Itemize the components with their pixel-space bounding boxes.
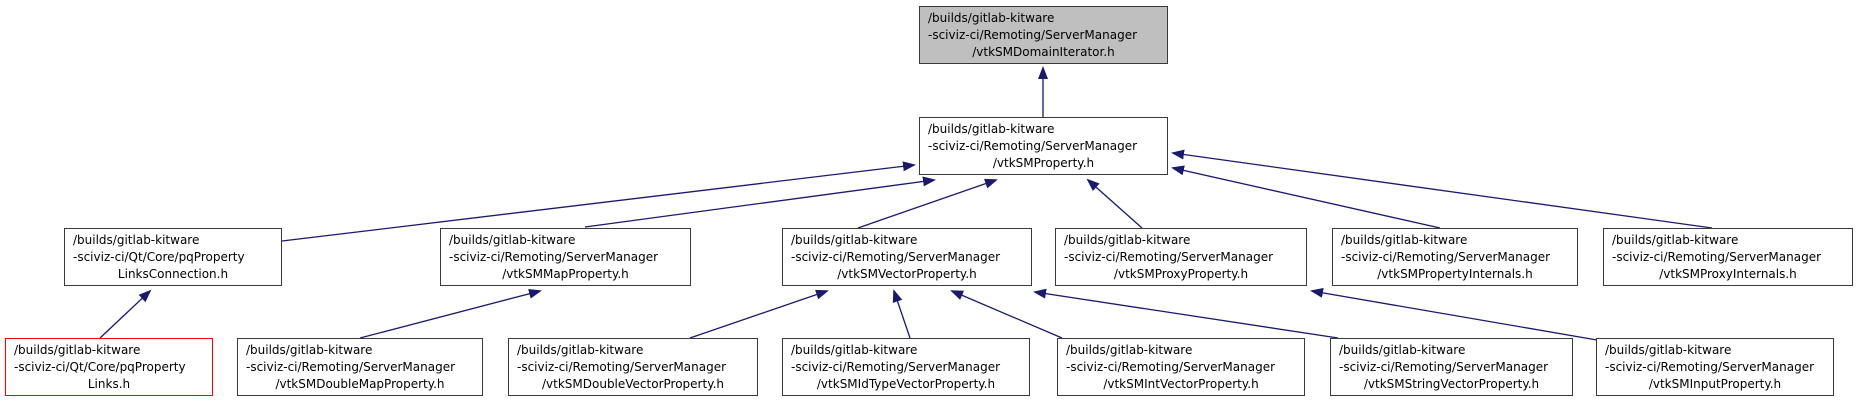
node-path-line: -sciviz-ci/Remoting/ServerManager	[1612, 250, 1822, 264]
node-path-line: -sciviz-ci/Qt/Core/pqProperty	[73, 250, 245, 264]
node-path-line: -sciviz-ci/Remoting/ServerManager	[1339, 360, 1549, 374]
node-path-line: /builds/gitlab-kitware	[928, 11, 1055, 25]
node-file-line: /vtkSMProxyInternals.h	[1659, 267, 1797, 281]
node-path-line: /builds/gitlab-kitware	[1605, 343, 1732, 357]
edge-vtksmdoublevectorproperty-to-vtksmvectorproperty	[689, 289, 829, 339]
node-path-line: /builds/gitlab-kitware	[246, 343, 373, 357]
node-path-line: /builds/gitlab-kitware	[1064, 233, 1191, 247]
node-vtksmproperty-h[interactable]: /builds/gitlab-kitware -sciviz-ci/Remoti…	[919, 117, 1168, 175]
node-file-line: /vtkSMInputProperty.h	[1648, 377, 1782, 391]
node-path-line: -sciviz-ci/Remoting/ServerManager	[791, 250, 1001, 264]
edge-vtksmmapproperty-to-vtksmproperty	[584, 176, 936, 228]
node-pqpropertylinks-h[interactable]: /builds/gitlab-kitware -sciviz-ci/Qt/Cor…	[5, 338, 213, 396]
node-path-line: -sciviz-ci/Remoting/ServerManager	[1064, 250, 1274, 264]
node-file-line: /vtkSMProxyProperty.h	[1113, 267, 1249, 281]
node-path-line: -sciviz-ci/Remoting/ServerManager	[791, 360, 1001, 374]
node-file-line: /vtkSMMapProperty.h	[502, 267, 629, 281]
node-vtksmdoublevectorproperty-h[interactable]: /builds/gitlab-kitware -sciviz-ci/Remoti…	[508, 338, 758, 396]
node-path-line: /builds/gitlab-kitware	[1339, 343, 1466, 357]
node-vtksmpropertyinternals-h[interactable]: /builds/gitlab-kitware -sciviz-ci/Remoti…	[1332, 228, 1578, 286]
node-vtksmdomainiterator-h: /builds/gitlab-kitware -sciviz-ci/Remoti…	[919, 6, 1168, 64]
node-path-line: /builds/gitlab-kitware	[1612, 233, 1739, 247]
node-path-line: /builds/gitlab-kitware	[791, 233, 918, 247]
node-vtksmstringvectorproperty-h[interactable]: /builds/gitlab-kitware -sciviz-ci/Remoti…	[1330, 338, 1573, 396]
edge-pqpropertylinks-to-pqpropertylinksconnection	[99, 289, 152, 339]
node-vtksmproxyinternals-h[interactable]: /builds/gitlab-kitware -sciviz-ci/Remoti…	[1603, 228, 1853, 286]
edge-vtksmintvectorproperty-to-vtksmvectorproperty	[950, 290, 1063, 339]
edge-vtksmidtypevectorproperty-to-vtksmvectorproperty	[892, 289, 911, 339]
edge-vtksmdoublemapproperty-to-vtksmmapproperty	[359, 288, 542, 339]
node-file-line: /vtkSMIntVectorProperty.h	[1103, 377, 1259, 391]
node-vtksmidtypevectorproperty-h[interactable]: /builds/gitlab-kitware -sciviz-ci/Remoti…	[782, 338, 1030, 396]
node-path-line: /builds/gitlab-kitware	[928, 122, 1055, 136]
node-pqpropertylinksconnection-h[interactable]: /builds/gitlab-kitware -sciviz-ci/Qt/Cor…	[64, 228, 282, 286]
node-vtksmintvectorproperty-h[interactable]: /builds/gitlab-kitware -sciviz-ci/Remoti…	[1057, 338, 1305, 396]
node-path-line: -sciviz-ci/Remoting/ServerManager	[517, 360, 727, 374]
node-path-line: /builds/gitlab-kitware	[1066, 343, 1193, 357]
node-vtksmdoublemapproperty-h[interactable]: /builds/gitlab-kitware -sciviz-ci/Remoti…	[237, 338, 483, 396]
node-file-line: /vtkSMDoubleMapProperty.h	[275, 377, 445, 391]
edge-vtksmproxyproperty-to-vtksmproperty	[1086, 178, 1143, 229]
node-file-line: /vtkSMProperty.h	[992, 156, 1095, 170]
node-vtksmvectorproperty-h[interactable]: /builds/gitlab-kitware -sciviz-ci/Remoti…	[782, 228, 1032, 286]
node-file-line: /vtkSMPropertyInternals.h	[1377, 267, 1533, 281]
node-path-line: -sciviz-ci/Remoting/ServerManager	[928, 139, 1138, 153]
node-file-line: /vtkSMStringVectorProperty.h	[1363, 377, 1540, 391]
node-path-line: -sciviz-ci/Remoting/ServerManager	[1605, 360, 1815, 374]
node-path-line: -sciviz-ci/Remoting/ServerManager	[246, 360, 456, 374]
node-path-line: /builds/gitlab-kitware	[73, 233, 200, 247]
node-path-line: -sciviz-ci/Remoting/ServerManager	[1341, 250, 1551, 264]
node-vtksminputproperty-h[interactable]: /builds/gitlab-kitware -sciviz-ci/Remoti…	[1596, 338, 1834, 396]
node-path-line: /builds/gitlab-kitware	[1341, 233, 1468, 247]
node-file-line: LinksConnection.h	[117, 267, 229, 281]
node-file-line: /vtkSMVectorProperty.h	[837, 267, 977, 281]
node-path-line: /builds/gitlab-kitware	[449, 233, 576, 247]
node-vtksmmapproperty-h[interactable]: /builds/gitlab-kitware -sciviz-ci/Remoti…	[440, 228, 691, 286]
node-file-line: /vtkSMDomainIterator.h	[972, 45, 1115, 59]
node-path-line: -sciviz-ci/Qt/Core/pqProperty	[14, 360, 186, 374]
node-path-line: -sciviz-ci/Remoting/ServerManager	[449, 250, 659, 264]
node-vtksmproxyproperty-h[interactable]: /builds/gitlab-kitware -sciviz-ci/Remoti…	[1055, 228, 1307, 286]
node-path-line: /builds/gitlab-kitware	[14, 343, 141, 357]
node-path-line: /builds/gitlab-kitware	[791, 343, 918, 357]
node-path-line: /builds/gitlab-kitware	[517, 343, 644, 357]
edge-vtksminputproperty-to-vtksmproxyproperty	[1310, 287, 1598, 341]
node-path-line: -sciviz-ci/Remoting/ServerManager	[1066, 360, 1276, 374]
edge-pqpropertylinksconnection-to-vtksmproperty	[281, 161, 916, 242]
node-file-line: /vtkSMDoubleVectorProperty.h	[541, 377, 724, 391]
edge-vtksmstringvectorproperty-to-vtksmvectorproperty	[1033, 288, 1339, 339]
node-file-line: Links.h	[87, 377, 131, 391]
edge-vtksmvectorproperty-to-vtksmproperty	[857, 178, 998, 229]
edge-vtksmproxyinternals-to-vtksmproperty	[1171, 149, 1713, 229]
node-path-line: -sciviz-ci/Remoting/ServerManager	[928, 28, 1138, 42]
node-file-line: /vtkSMIdTypeVectorProperty.h	[816, 377, 996, 391]
edge-vtksmpropertyinternals-to-vtksmproperty	[1171, 165, 1441, 229]
